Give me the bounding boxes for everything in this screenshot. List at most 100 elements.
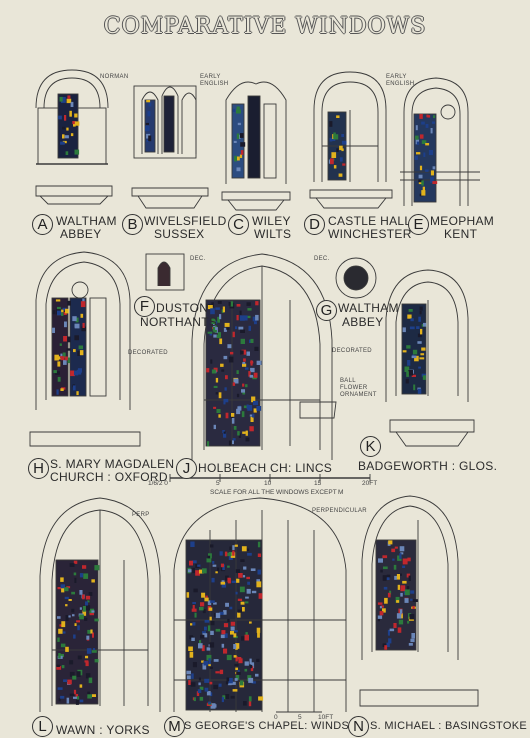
- glass-fragment: [411, 633, 415, 639]
- glass-fragment: [59, 653, 64, 658]
- window-n-drawing: [359, 495, 479, 707]
- glass-fragment: [199, 640, 202, 644]
- glass-fragment: [239, 586, 245, 593]
- glass-fragment: [238, 433, 242, 438]
- glass-fragment: [247, 405, 253, 411]
- glass-fragment: [408, 575, 411, 581]
- caption-d-line1: CASTLE HALL: [328, 214, 412, 228]
- glass-fragment: [246, 302, 251, 306]
- glass-fragment: [65, 615, 69, 621]
- glass-fragment: [409, 614, 415, 620]
- glass-fragment: [430, 170, 434, 176]
- glass-fragment: [235, 326, 238, 330]
- glass-fragment: [257, 541, 261, 548]
- caption-e-line1: MEOPHAM: [430, 214, 495, 228]
- glass-fragment: [257, 632, 260, 638]
- glass-fragment: [222, 695, 227, 700]
- label-k-circle: K: [360, 436, 381, 457]
- glass-fragment: [241, 389, 245, 393]
- glass-fragment: [215, 392, 219, 395]
- glass-fragment: [60, 356, 63, 359]
- glass-fragment: [338, 173, 343, 177]
- glass-fragment: [383, 586, 388, 590]
- glass-fragment: [237, 669, 240, 672]
- glass-fragment: [341, 140, 347, 145]
- glass-fragment: [399, 609, 403, 614]
- glass-fragment: [215, 307, 220, 310]
- glass-fragment: [245, 601, 249, 604]
- glass-fragment: [388, 638, 392, 644]
- glass-fragment: [224, 387, 227, 391]
- glass-fragment: [91, 610, 95, 613]
- glass-fragment: [377, 602, 383, 605]
- glass-fragment: [230, 415, 234, 419]
- glass-fragment: [235, 656, 238, 662]
- glass-fragment: [60, 695, 65, 699]
- glass-fragment: [236, 672, 241, 675]
- glass-fragment: [339, 157, 343, 162]
- glass-fragment: [233, 426, 237, 430]
- glass-fragment: [61, 97, 66, 103]
- glass-fragment: [228, 356, 234, 363]
- glass-fragment: [209, 642, 215, 648]
- glass-fragment: [203, 661, 208, 666]
- glass-fragment: [238, 573, 243, 578]
- glass-fragment: [423, 152, 426, 157]
- glass-fragment: [82, 594, 85, 600]
- glass-fragment: [57, 616, 61, 619]
- glass-fragment: [407, 557, 411, 562]
- glass-fragment: [210, 544, 214, 548]
- glass-fragment: [59, 343, 62, 346]
- glass-fragment: [223, 610, 227, 615]
- glass-fragment: [211, 369, 216, 374]
- glass-fragment: [215, 628, 221, 632]
- glass-fragment: [235, 156, 240, 161]
- glass-fragment: [220, 563, 224, 568]
- glass-fragment: [245, 367, 249, 370]
- glass-fragment: [219, 551, 223, 556]
- glass-fragment: [229, 546, 232, 551]
- glass-fragment: [231, 580, 237, 583]
- glass-fragment: [210, 359, 213, 364]
- glass-fragment: [232, 545, 235, 550]
- glass-fragment: [62, 126, 65, 130]
- note-norman: NORMAN: [100, 74, 129, 80]
- glass-fragment: [232, 440, 234, 445]
- glass-fragment: [58, 698, 61, 702]
- glass-fragment: [426, 114, 429, 118]
- glass-fragment: [336, 115, 340, 118]
- glass-fragment: [256, 658, 260, 662]
- glass-fragment: [208, 701, 211, 704]
- m-scale-tick-5: 5: [298, 714, 302, 721]
- glass-fragment: [413, 384, 416, 391]
- glass-fragment: [255, 301, 259, 306]
- glass-fragment: [388, 540, 393, 545]
- glass-fragment: [247, 315, 251, 319]
- glass-fragment: [234, 663, 239, 667]
- glass-fragment: [241, 636, 246, 641]
- glass-fragment: [201, 660, 205, 663]
- glass-fragment: [211, 302, 214, 308]
- glass-fragment: [397, 584, 400, 590]
- glass-fragment: [57, 376, 61, 382]
- glass-fragment: [206, 368, 210, 373]
- glass-fragment: [250, 367, 255, 373]
- glass-fragment: [63, 336, 68, 342]
- glass-fragment: [55, 299, 61, 302]
- glass-fragment: [191, 673, 194, 679]
- glass-fragment: [146, 139, 150, 142]
- window-j-drawing: [191, 253, 337, 460]
- glass-fragment: [204, 597, 209, 602]
- glass-fragment: [240, 680, 244, 686]
- glass-fragment: [238, 658, 243, 664]
- glass-fragment: [79, 614, 84, 620]
- glass-fragment: [67, 679, 72, 685]
- glass-fragment: [243, 701, 247, 706]
- glass-fragment: [228, 302, 231, 306]
- glass-fragment: [74, 623, 77, 626]
- glass-fragment: [427, 115, 431, 118]
- glass-fragment: [257, 569, 261, 575]
- glass-fragment: [243, 566, 247, 570]
- scale-except-letter: M: [338, 489, 344, 496]
- glass-fragment: [73, 634, 76, 639]
